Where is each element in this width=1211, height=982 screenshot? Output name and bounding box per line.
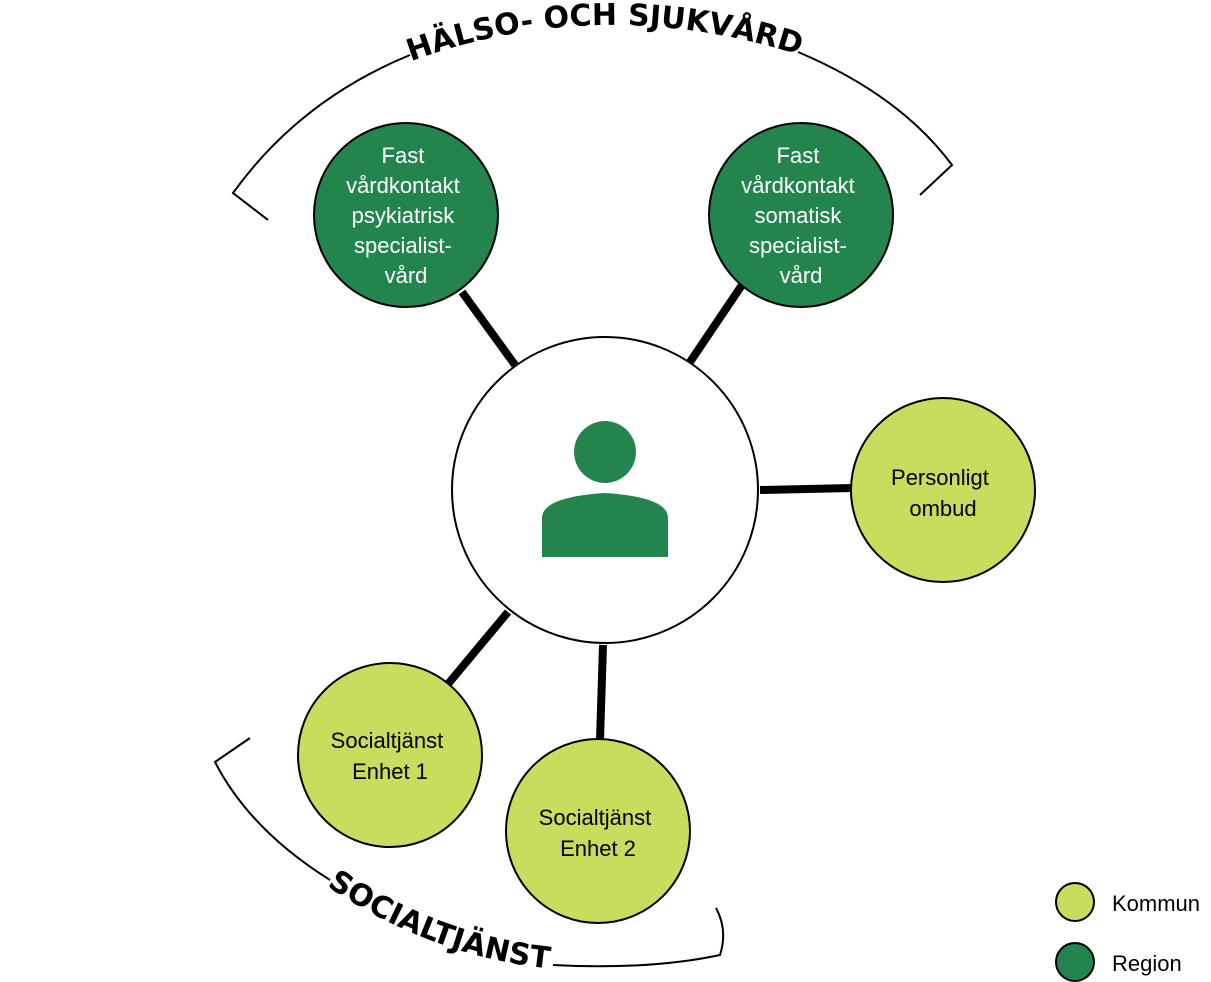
node-psyk-label: Fast vårdkontakt psykiatrisk specialist-… <box>346 143 466 288</box>
center-node <box>451 336 759 644</box>
legend-item-region: Region <box>1055 942 1182 982</box>
node-soma-label: Fast vårdkontakt somatisk specialist- vå… <box>741 143 861 288</box>
connector-soc2 <box>596 644 607 741</box>
legend-item-kommun: Kommun <box>1055 882 1200 922</box>
node-soc1: Socialtjänst Enhet 1 <box>297 662 483 848</box>
node-psyk: Fast vårdkontakt psykiatrisk specialist-… <box>313 122 499 308</box>
node-soc2: Socialtjänst Enhet 2 <box>505 738 691 924</box>
halso-group-title: HÄLSO- OCH SJUKVÅRD <box>402 0 807 69</box>
connector-soma <box>686 282 746 365</box>
social-group-title: SOCIALTJÄNST <box>322 863 553 976</box>
legend-label-kommun: Kommun <box>1112 891 1200 916</box>
legend-label-region: Region <box>1112 951 1182 976</box>
connector-ombud <box>759 484 853 494</box>
node-soc2-label: Socialtjänst Enhet 2 <box>539 805 658 861</box>
halso-arc-left <box>231 54 411 221</box>
social-arc-right <box>552 907 725 968</box>
halso-arc-right <box>797 51 954 196</box>
node-ombud-label: Personligt ombud <box>891 465 995 521</box>
legend: Kommun Region <box>1055 882 1200 982</box>
social-arc-left <box>213 737 331 881</box>
connector-psyk <box>458 289 519 368</box>
node-ombud: Personligt ombud <box>850 397 1036 583</box>
connector-soc1 <box>444 609 512 687</box>
legend-swatch-kommun <box>1055 882 1095 922</box>
node-soma: Fast vårdkontakt somatisk specialist- vå… <box>708 122 894 308</box>
node-soc1-label: Socialtjänst Enhet 1 <box>331 728 450 784</box>
legend-swatch-region <box>1055 942 1095 982</box>
person-icon <box>542 421 668 557</box>
